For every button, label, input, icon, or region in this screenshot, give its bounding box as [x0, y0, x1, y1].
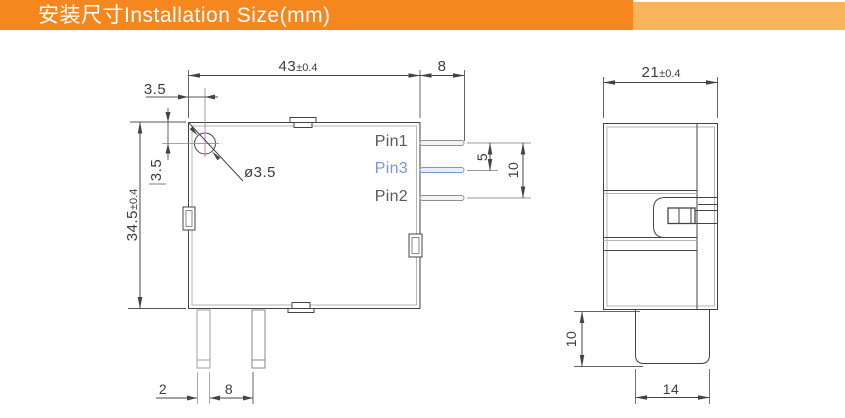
plug-outline	[635, 310, 710, 364]
pin2-label: Pin2	[374, 188, 408, 205]
pin1-label: Pin1	[374, 133, 408, 150]
dim-body-width: 43±0.4	[278, 58, 318, 75]
bottom-pin-left	[196, 309, 211, 369]
dim-bottom-pin-pitch: 8	[224, 381, 234, 397]
dim-hole-diameter: ø3.5	[244, 164, 277, 181]
page-title: 安装尺寸Installation Size(mm)	[38, 4, 331, 27]
pin3-lead	[419, 167, 465, 173]
pin2-lead	[419, 195, 465, 201]
side-body-outline	[603, 123, 718, 310]
top-notch	[289, 117, 317, 123]
dim-hole-offset-x: 3.5	[143, 81, 167, 98]
pin3-label: Pin3	[374, 160, 408, 177]
dim-pin-pitch-large: 10	[505, 161, 521, 179]
dim-bottom-pin-width: 2	[158, 381, 168, 397]
hole-leader-line	[188, 122, 244, 182]
dim-body-height: 34.5±0.4	[124, 188, 141, 242]
clip-slot	[653, 197, 682, 238]
terminal-block	[667, 207, 696, 225]
dim-pin-length: 8	[437, 58, 447, 75]
header-bar-light	[633, 2, 845, 30]
bottom-notch	[291, 302, 311, 309]
bottom-pin-right	[251, 309, 266, 369]
dim-hole-offset-y: 3.5	[148, 158, 165, 182]
dim-body-depth: 21±0.4	[641, 64, 681, 81]
dim-plug-height: 10	[563, 330, 579, 348]
pin1-lead	[419, 140, 465, 146]
front-view-drawing	[128, 70, 531, 404]
side-view-drawing	[574, 77, 718, 404]
header-bar	[0, 0, 633, 30]
side-body-inner-line	[606, 126, 715, 307]
dim-plug-width: 14	[662, 381, 680, 397]
front-body-outline	[188, 122, 421, 309]
dim-pin-pitch-small: 5	[474, 152, 490, 162]
